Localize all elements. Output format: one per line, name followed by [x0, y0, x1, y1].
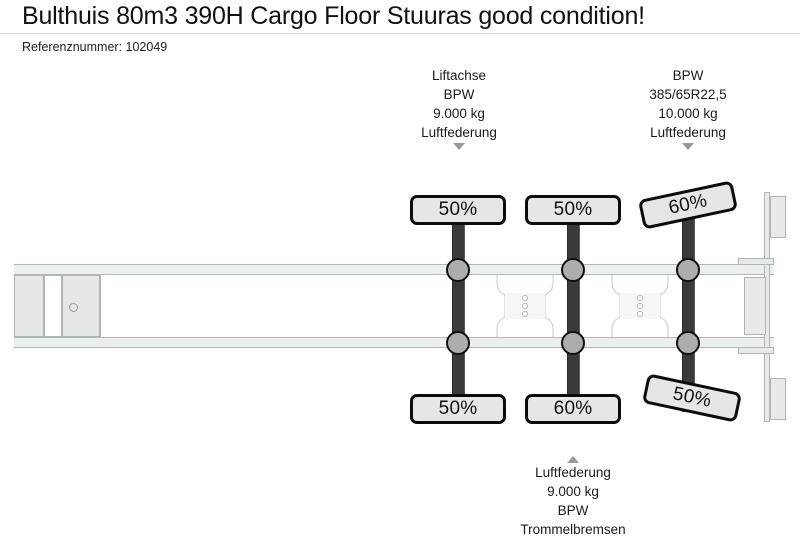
spec-line: Trommelbremsen — [520, 522, 626, 537]
spec-block-bottom-axle: Luftfederung 9.000 kg BPW Trommelbremsen — [492, 455, 654, 539]
wheel-hub-2-top — [561, 258, 585, 282]
rear-bracket-bottom — [738, 347, 774, 354]
spec-line: Liftachse — [431, 68, 487, 83]
reference-number: Referenznummer: 102049 — [22, 40, 168, 54]
header-divider — [0, 33, 800, 34]
spec-line: 9.000 kg — [547, 484, 599, 499]
arrow-up-icon — [567, 456, 579, 463]
arrow-down-icon — [453, 143, 465, 150]
spec-line: BPW — [672, 68, 704, 83]
rear-crossmember — [744, 277, 766, 335]
wheel-hub-3-top — [676, 258, 700, 282]
suspension-bracket-2 — [610, 275, 670, 337]
kingpin-plate — [62, 275, 100, 337]
wheel-hub-2-bottom — [561, 331, 585, 355]
spec-block-rear-axle: BPW 385/65R22,5 10.000 kg Luftfederung — [607, 66, 769, 150]
spec-line: 385/65R22,5 — [649, 87, 727, 102]
spec-block-lift-axle: Liftachse BPW 9.000 kg Luftfederung — [378, 66, 540, 150]
tyre-badge-1-bottom[interactable]: 50% — [410, 394, 506, 424]
spec-line: 9.000 kg — [433, 106, 485, 121]
axle-bar-2 — [567, 218, 580, 358]
front-plate-gap — [44, 275, 62, 337]
page-title: Bulthuis 80m3 390H Cargo Floor Stuuras g… — [22, 2, 645, 30]
front-plate-outer — [14, 275, 44, 337]
rear-light-top — [770, 196, 786, 238]
chassis-rail-top — [14, 264, 774, 275]
front-plate-edge — [100, 275, 101, 337]
spec-line: Luftfederung — [421, 125, 497, 140]
wheel-hub-3-bottom — [676, 331, 700, 355]
wheel-hub-1-top — [446, 258, 470, 282]
tyre-badge-2-top[interactable]: 50% — [525, 195, 621, 225]
spec-line: BPW — [443, 87, 475, 102]
axle-bar-1 — [452, 218, 465, 358]
rear-light-bottom — [770, 378, 786, 420]
spec-line: 10.000 kg — [658, 106, 718, 121]
rear-bracket-top — [738, 258, 774, 265]
wheel-hub-1-bottom — [446, 331, 470, 355]
tyre-badge-2-bottom[interactable]: 60% — [525, 394, 621, 424]
arrow-down-icon — [682, 143, 694, 150]
chassis-rail-bottom — [14, 337, 774, 348]
spec-line: Luftfederung — [650, 125, 726, 140]
page-header: Bulthuis 80m3 390H Cargo Floor Stuuras g… — [0, 0, 800, 54]
spec-line: Luftfederung — [535, 465, 611, 480]
axle-bar-3 — [682, 218, 695, 358]
suspension-bracket-1 — [495, 275, 555, 337]
kingpin-icon — [69, 303, 78, 312]
spec-line: BPW — [557, 503, 589, 518]
tyre-badge-1-top[interactable]: 50% — [410, 195, 506, 225]
